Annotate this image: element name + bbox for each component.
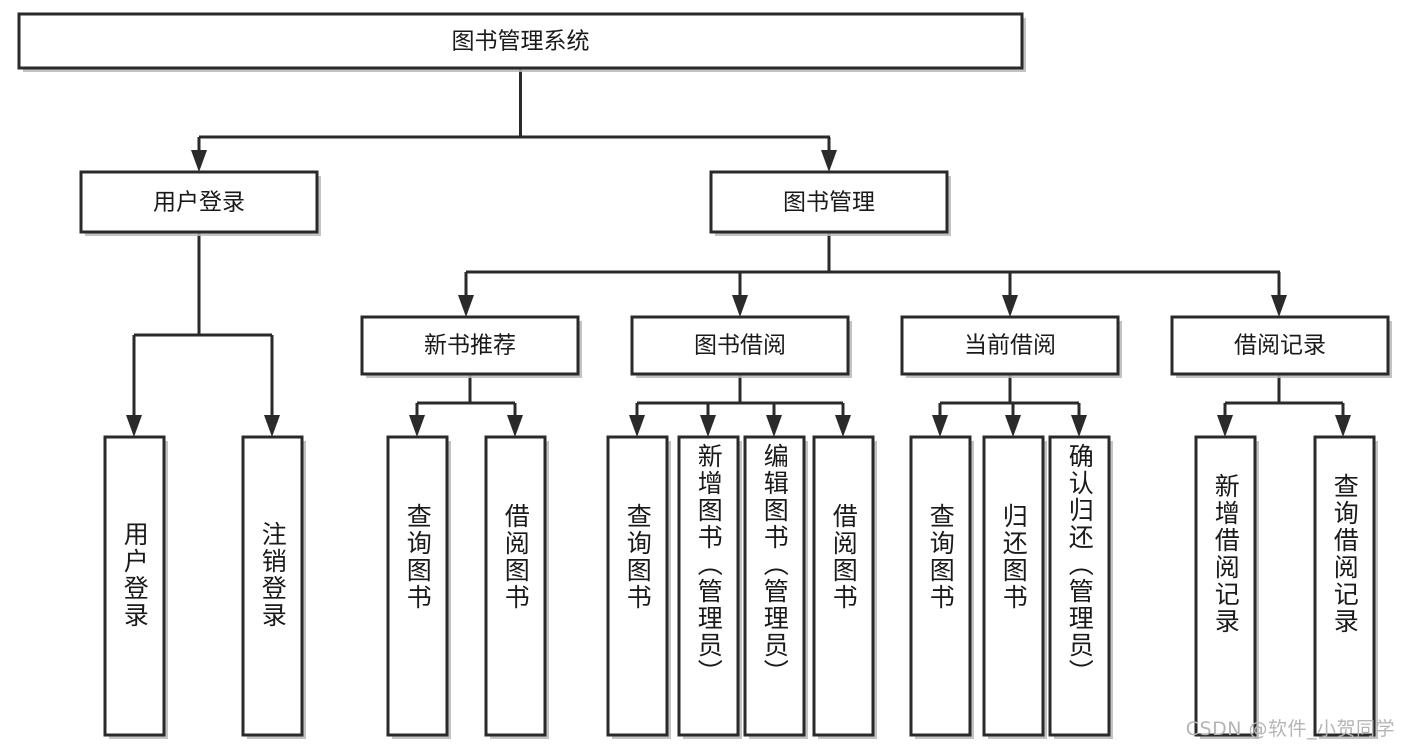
connector-root-to-level2: [191, 68, 837, 172]
node-leaf-query-book-1[interactable]: [386, 435, 449, 737]
node-user-login[interactable]: 用户登录: [79, 170, 319, 234]
connector-currentborrow-to-leaves: [932, 374, 1087, 437]
node-leaf-return-book[interactable]: [982, 435, 1045, 737]
connector-userlogin-to-leaves: [126, 232, 280, 437]
node-current-borrow-label: 当前借阅: [964, 333, 1056, 359]
node-book-manage-label: 图书管理: [783, 190, 875, 216]
connector-bookmanage-to-level3: [458, 232, 1287, 317]
node-book-borrow-label: 图书借阅: [694, 333, 786, 359]
node-leaf-logout[interactable]: [241, 435, 304, 737]
node-book-manage[interactable]: 图书管理: [709, 170, 949, 234]
node-new-book-recommend-label: 新书推荐: [424, 333, 516, 359]
node-leaf-query-book-2[interactable]: [606, 435, 669, 737]
node-leaf-user-login[interactable]: [103, 435, 166, 737]
connector-borrowrecord-to-leaves: [1217, 374, 1351, 437]
node-book-borrow[interactable]: 图书借阅: [630, 315, 850, 376]
node-leaf-borrow-book-2[interactable]: [812, 435, 875, 737]
node-borrow-record-label: 借阅记录: [1234, 333, 1326, 359]
node-new-book-recommend[interactable]: 新书推荐: [360, 315, 580, 376]
node-leaf-edit-book[interactable]: [743, 435, 806, 737]
node-current-borrow[interactable]: 当前借阅: [900, 315, 1120, 376]
node-root-label: 图书管理系统: [452, 29, 590, 55]
node-leaf-add-record[interactable]: [1194, 435, 1257, 737]
node-layer: 图书管理系统 用户登录 图书管理 新书推荐 图书借阅 当前: [17, 12, 1390, 737]
node-leaf-query-record[interactable]: [1313, 435, 1376, 737]
node-leaf-add-book[interactable]: [677, 435, 740, 737]
node-leaf-query-book-3[interactable]: [909, 435, 972, 737]
node-leaf-confirm-return[interactable]: [1048, 435, 1111, 737]
node-root[interactable]: 图书管理系统: [17, 12, 1024, 70]
connector-bookborrow-to-leaves: [629, 374, 851, 437]
node-leaf-borrow-book-1[interactable]: [484, 435, 547, 737]
csdn-watermark: CSDN @软件_小贺同学: [1185, 718, 1395, 740]
node-user-login-label: 用户登录: [153, 190, 245, 216]
connector-layer: [126, 68, 1351, 437]
connector-newbook-to-leaves: [409, 374, 523, 437]
node-borrow-record[interactable]: 借阅记录: [1170, 315, 1390, 376]
